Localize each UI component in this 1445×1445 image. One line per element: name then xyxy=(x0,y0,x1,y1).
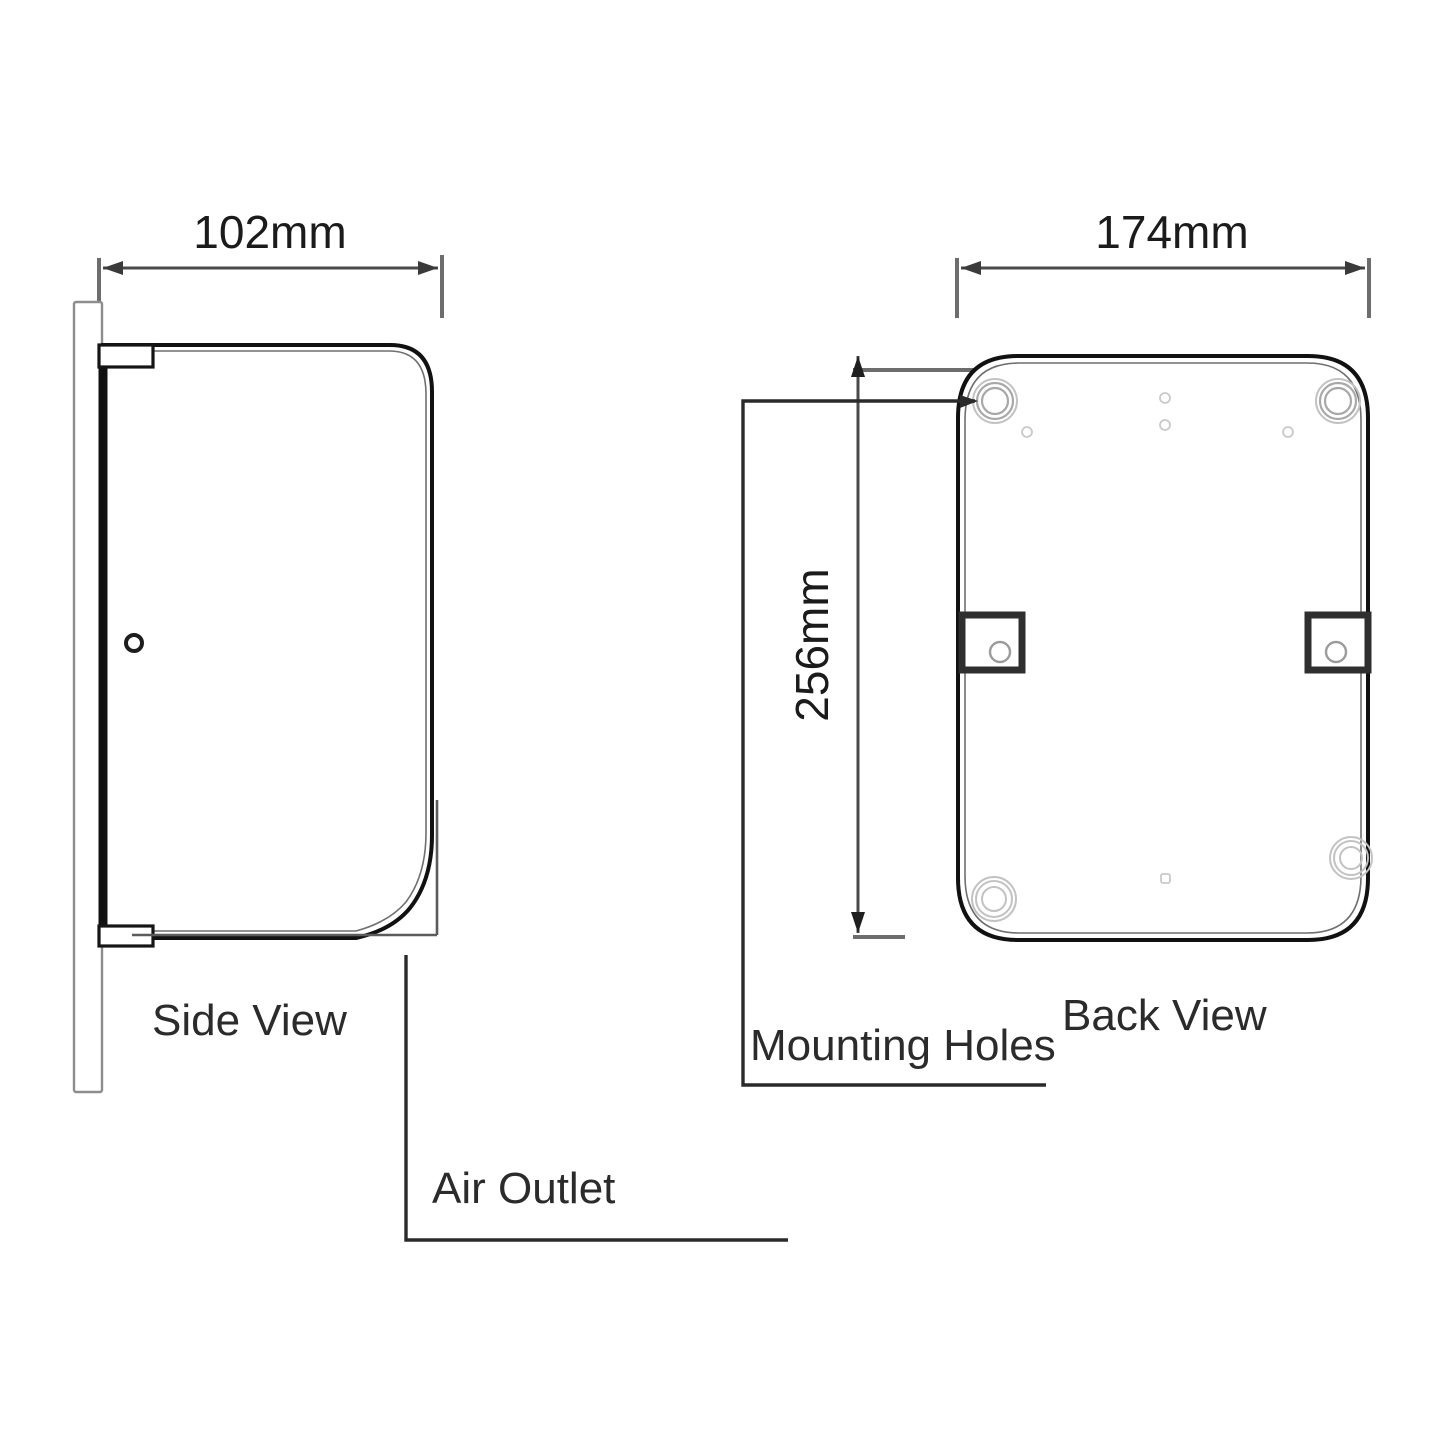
small-dot-right xyxy=(1282,426,1294,438)
mounting-holes-leader xyxy=(741,399,1046,1087)
mounting-tab-right xyxy=(1304,611,1372,674)
vent-dot-lower xyxy=(1159,419,1171,431)
mounting-holes-callout: Mounting Holes xyxy=(741,395,1056,1087)
mounting-hole-bottom-right xyxy=(1329,836,1373,880)
arrow-right xyxy=(418,261,438,275)
air-outlet-label: Air Outlet xyxy=(432,1164,615,1213)
side-view-group: Side View Air Outlet xyxy=(72,255,788,1242)
back-body-outline xyxy=(956,354,1370,942)
side-body-inner-outline xyxy=(104,350,427,932)
air-outlet-corner xyxy=(132,800,439,937)
small-dot-left xyxy=(1021,426,1033,438)
mounting-hole-bottom-left xyxy=(971,876,1017,922)
arrow-up-256 xyxy=(851,356,865,377)
mounting-tab-left xyxy=(958,611,1026,674)
vent-dot-upper xyxy=(1159,392,1171,404)
arrow-left-174 xyxy=(961,261,981,275)
back-view-label: Back View xyxy=(1062,991,1267,1040)
mounting-holes-label: Mounting Holes xyxy=(750,1021,1056,1070)
small-square-bottom xyxy=(1160,873,1171,884)
air-outlet-leader xyxy=(404,955,788,1242)
mounting-holes-arrow xyxy=(960,395,978,408)
wall-plate xyxy=(72,300,104,1094)
tab-hole-left xyxy=(988,640,1012,664)
dim-label-102: 102mm xyxy=(193,206,346,258)
side-port-hole xyxy=(124,633,144,653)
back-height-dimension: 256mm xyxy=(786,356,983,939)
mounting-hole-top-right xyxy=(1315,378,1361,424)
dim-label-174: 174mm xyxy=(1095,206,1248,258)
back-width-dimension xyxy=(955,258,1371,318)
arrow-down-256 xyxy=(851,912,865,933)
side-body-outline xyxy=(101,343,434,940)
dim-label-256: 256mm xyxy=(786,568,838,721)
air-outlet-callout: Air Outlet xyxy=(404,955,788,1242)
tab-hole-right xyxy=(1324,640,1348,664)
arrow-right-174 xyxy=(1345,261,1365,275)
side-view-label: Side View xyxy=(152,996,347,1045)
back-view-group: 256mm xyxy=(741,258,1373,1087)
top-notch xyxy=(97,343,155,369)
arrow-left xyxy=(103,261,123,275)
